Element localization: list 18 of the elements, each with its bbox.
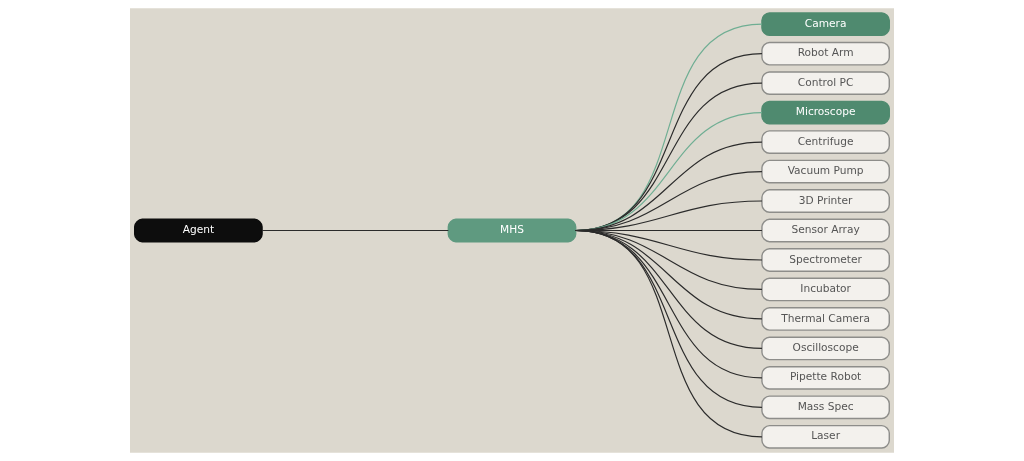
node-box: Camera xyxy=(761,12,890,37)
node-box: Pipette Robot xyxy=(761,365,890,390)
node-box: 3D Printer xyxy=(761,189,890,213)
node-box: Centrifuge xyxy=(761,130,890,154)
node-box: Oscilloscope xyxy=(761,336,890,361)
node-box: Microscope xyxy=(761,100,890,125)
node-box: Control PC xyxy=(761,71,890,96)
node-box: Sensor Array xyxy=(761,218,890,243)
node-box: Agent xyxy=(134,218,263,243)
node-box: Robot Arm xyxy=(761,41,890,66)
node-box: Laser xyxy=(761,424,890,449)
node-box: Thermal Camera xyxy=(761,307,890,331)
connector xyxy=(261,229,449,232)
node-box: Incubator xyxy=(761,277,890,302)
node-box: Vacuum Pump xyxy=(761,159,890,184)
node-box: Mass Spec xyxy=(761,395,890,420)
node-box: MHS xyxy=(447,218,577,243)
node-box: Spectrometer xyxy=(761,248,890,272)
